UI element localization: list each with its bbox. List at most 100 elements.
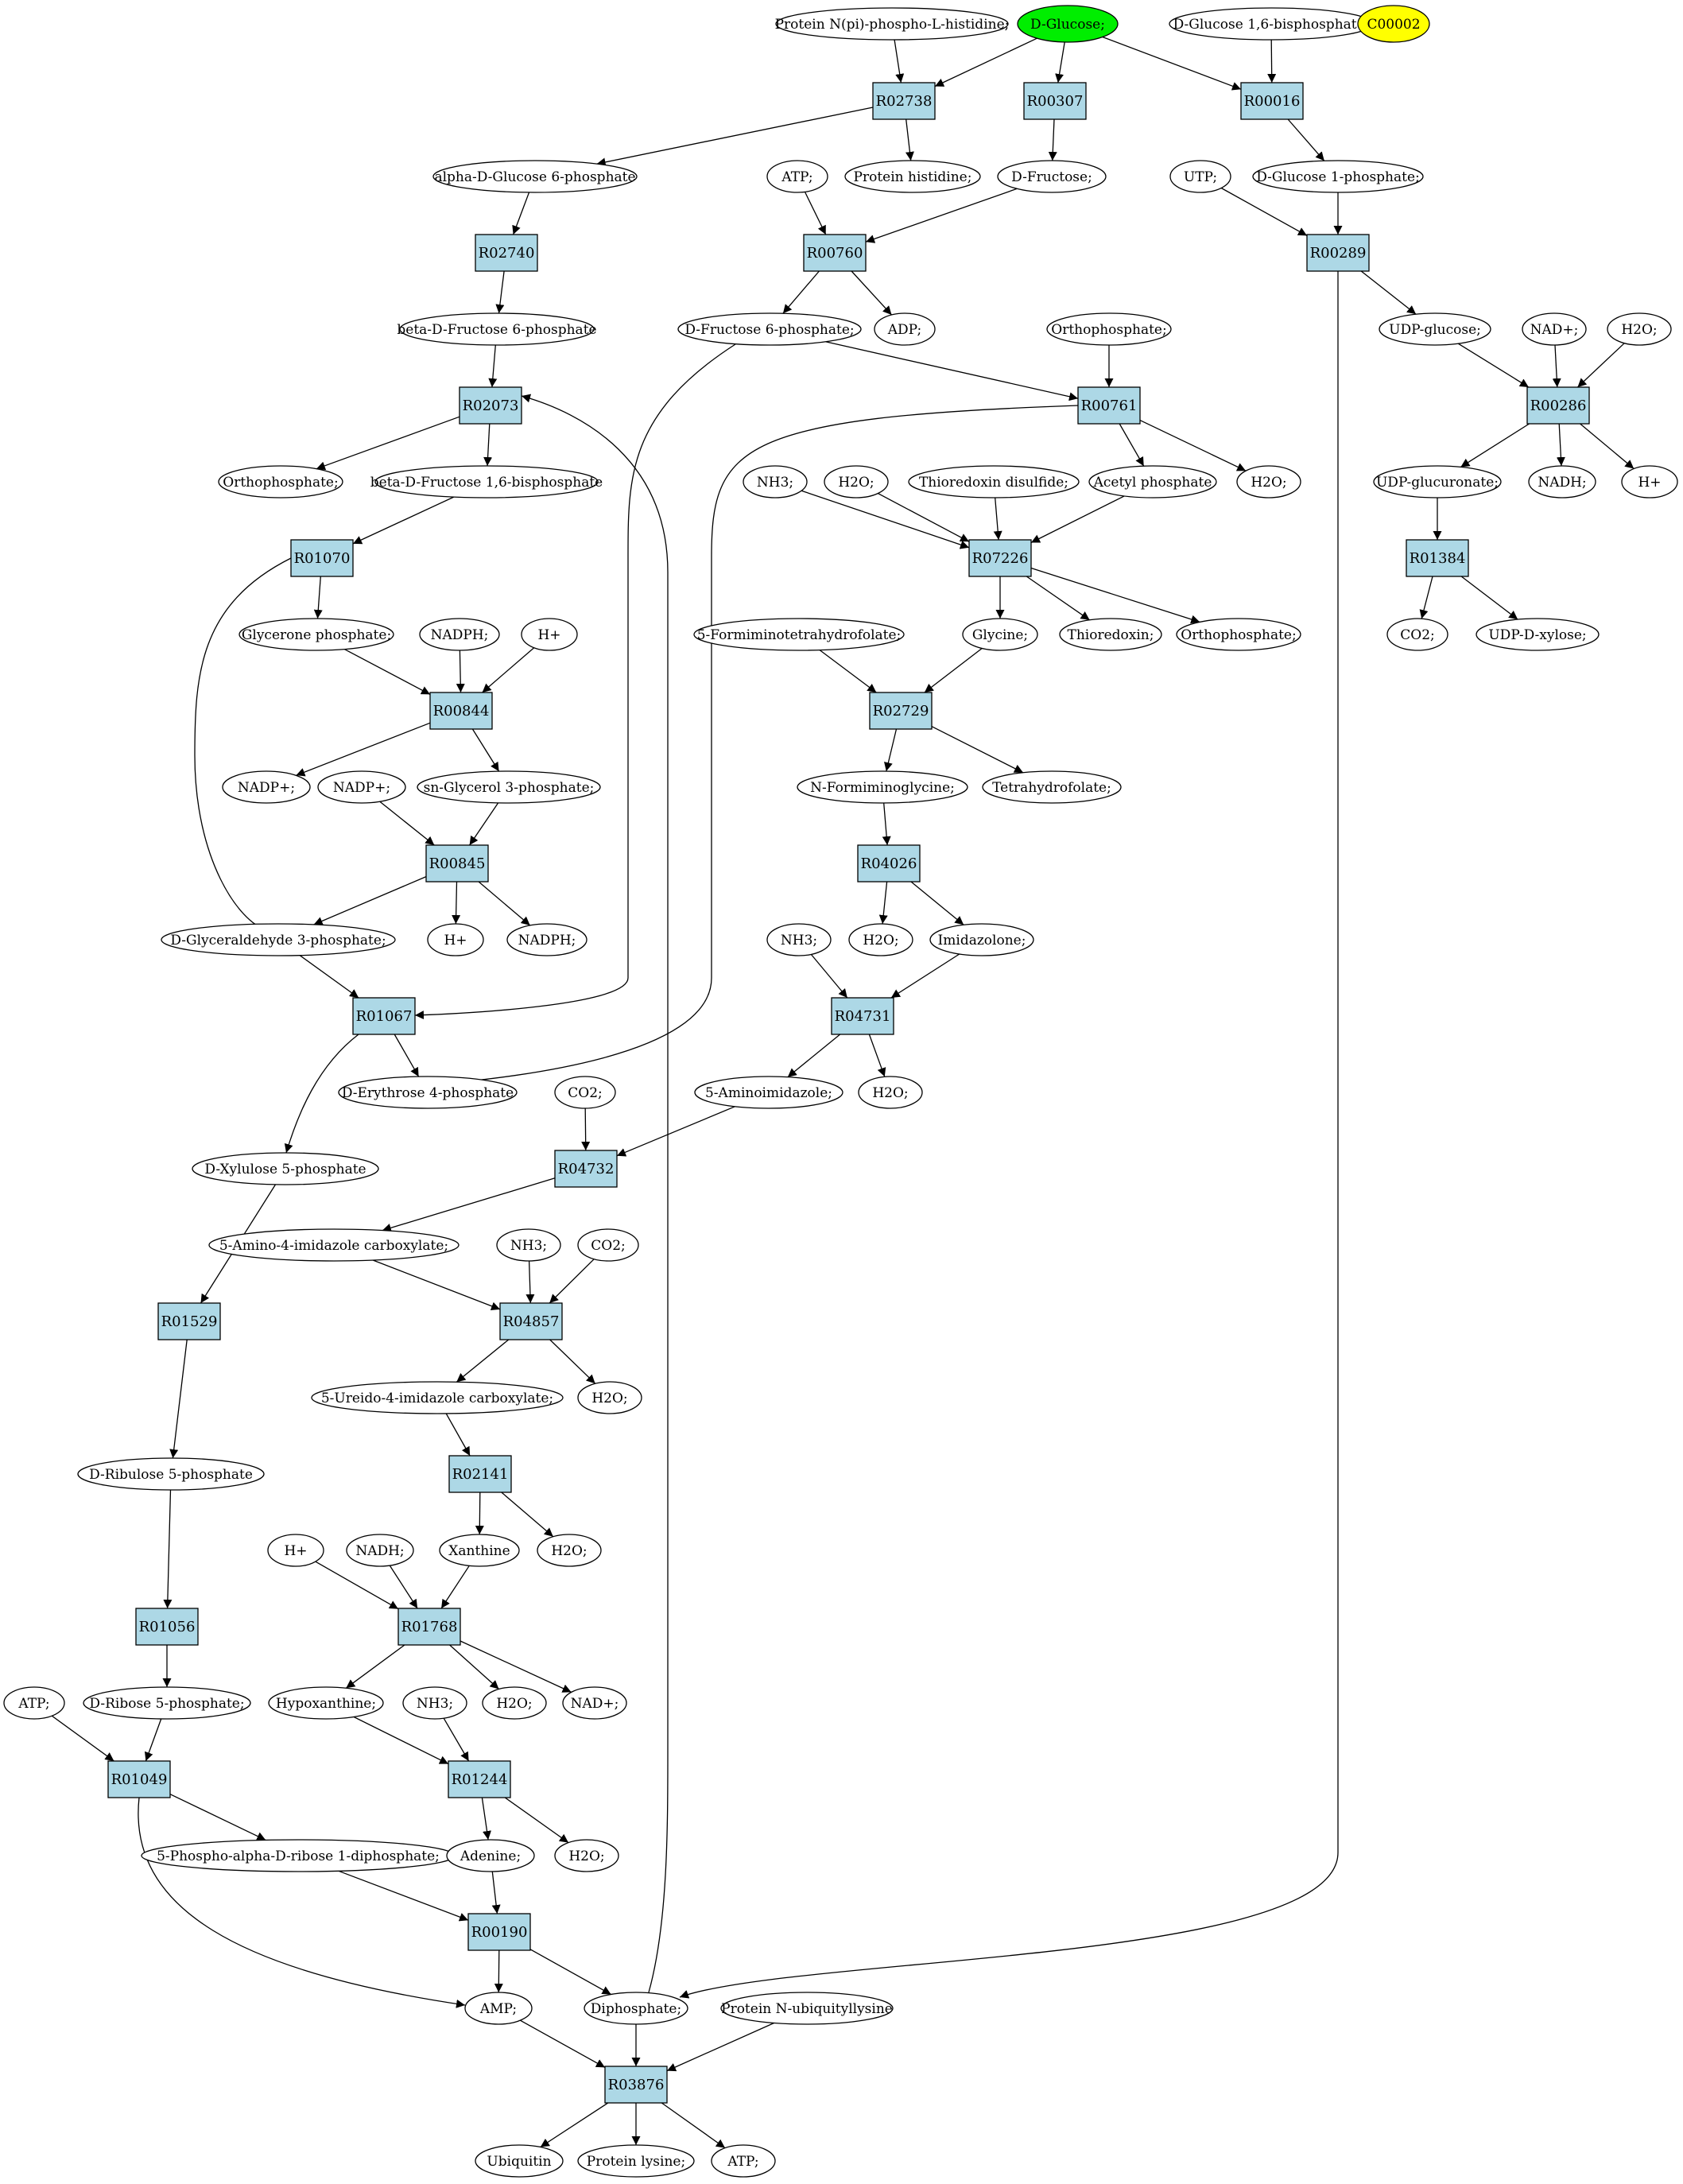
compound-node-formthf[interactable]: 5-Formiminotetrahydrofolate; bbox=[693, 618, 905, 651]
reaction-node-r00307[interactable]: R00307 bbox=[1023, 82, 1087, 120]
compound-node-atp1[interactable]: ATP; bbox=[766, 160, 828, 193]
compound-node-h2o6[interactable]: H2O; bbox=[577, 1381, 642, 1414]
compound-node-nadp2[interactable]: NADP+; bbox=[317, 770, 406, 804]
compound-node-plys[interactable]: Protein lysine; bbox=[577, 2144, 695, 2178]
reaction-node-r04857[interactable]: R04857 bbox=[499, 1302, 563, 1340]
compound-node-h2o9[interactable]: H2O; bbox=[554, 1839, 619, 1872]
compound-node-bf6p[interactable]: beta-D-Fructose 6-phosphate bbox=[397, 312, 597, 346]
compound-node-h4[interactable]: H+ bbox=[267, 1534, 324, 1567]
reaction-node-r00289[interactable]: R00289 bbox=[1306, 234, 1370, 272]
compound-node-glyp[interactable]: Glycerone phosphate; bbox=[238, 618, 394, 651]
compound-node-udpglc[interactable]: UDP-glucose; bbox=[1379, 312, 1491, 346]
compound-node-xan[interactable]: Xanthine bbox=[439, 1534, 520, 1567]
compound-node-e4p[interactable]: D-Erythrose 4-phosphate bbox=[338, 1076, 518, 1109]
reaction-node-r00286[interactable]: R00286 bbox=[1526, 386, 1590, 425]
reaction-node-r00761[interactable]: R00761 bbox=[1077, 386, 1141, 425]
compound-node-hyp[interactable]: Hypoxanthine; bbox=[268, 1686, 384, 1720]
compound-node-dfru[interactable]: D-Fructose; bbox=[997, 160, 1107, 193]
compound-node-5u4ic[interactable]: 5-Ureido-4-imidazole carboxylate; bbox=[311, 1381, 564, 1414]
compound-node-5a4ic[interactable]: 5-Amino-4-imidazole carboxylate; bbox=[208, 1228, 460, 1262]
compound-node-nh3c[interactable]: NH3; bbox=[496, 1228, 561, 1262]
compound-node-acp[interactable]: Acetyl phosphate bbox=[1088, 465, 1217, 498]
compound-node-fbp[interactable]: beta-D-Fructose 1,6-bisphosphate bbox=[370, 465, 603, 498]
reaction-node-r01384[interactable]: R01384 bbox=[1406, 539, 1469, 577]
compound-node-udpxyl[interactable]: UDP-D-xylose; bbox=[1476, 618, 1600, 651]
compound-node-ppi[interactable]: Diphosphate; bbox=[584, 1992, 688, 2025]
reaction-node-r00016[interactable]: R00016 bbox=[1240, 82, 1304, 120]
compound-node-gap[interactable]: D-Glyceraldehyde 3-phosphate; bbox=[161, 923, 396, 956]
compound-node-trx[interactable]: Thioredoxin; bbox=[1059, 618, 1162, 651]
reaction-node-r02729[interactable]: R02729 bbox=[869, 692, 933, 730]
reaction-node-r00760[interactable]: R00760 bbox=[803, 234, 867, 272]
compound-node-5ai[interactable]: 5-Aminoimidazole; bbox=[694, 1076, 843, 1109]
reaction-node-r01768[interactable]: R01768 bbox=[397, 1608, 461, 1646]
reaction-node-r02073[interactable]: R02073 bbox=[459, 386, 522, 425]
compound-node-h2o4[interactable]: H2O; bbox=[848, 923, 913, 956]
compound-node-f6p[interactable]: D-Fructose 6-phosphate; bbox=[677, 312, 862, 346]
compound-node-nad2[interactable]: NAD+; bbox=[562, 1686, 627, 1720]
reaction-node-r04026[interactable]: R04026 bbox=[857, 844, 921, 883]
compound-node-ade[interactable]: Adenine; bbox=[446, 1839, 535, 1872]
compound-node-co2c[interactable]: CO2; bbox=[577, 1228, 639, 1262]
compound-node-nad1[interactable]: NAD+; bbox=[1522, 312, 1587, 346]
compound-node-trxss[interactable]: Thioredoxin disulfide; bbox=[908, 465, 1080, 498]
compound-node-r5p[interactable]: D-Ribose 5-phosphate; bbox=[83, 1686, 251, 1720]
reaction-node-r01056[interactable]: R01056 bbox=[135, 1608, 199, 1646]
compound-node-ru5p[interactable]: D-Ribulose 5-phosphate bbox=[77, 1457, 265, 1491]
compound-node-h2o7[interactable]: H2O; bbox=[537, 1534, 602, 1567]
compound-node-co2b[interactable]: CO2; bbox=[554, 1076, 616, 1109]
reaction-node-r00844[interactable]: R00844 bbox=[429, 692, 493, 730]
compound-node-co2a[interactable]: CO2; bbox=[1386, 618, 1448, 651]
reaction-node-r01529[interactable]: R01529 bbox=[157, 1302, 221, 1340]
compound-node-nh3a[interactable]: NH3; bbox=[743, 465, 808, 498]
reaction-node-r04731[interactable]: R04731 bbox=[831, 997, 894, 1035]
compound-node-nadh2[interactable]: NADH; bbox=[346, 1534, 414, 1567]
compound-node-g16bp[interactable]: D-Glucose 1,6-bisphosphate; bbox=[1169, 7, 1374, 41]
compound-node-x5p[interactable]: D-Xylulose 5-phosphate bbox=[192, 1152, 379, 1185]
compound-node-nadh1[interactable]: NADH; bbox=[1528, 465, 1596, 498]
compound-node-utp[interactable]: UTP; bbox=[1169, 160, 1231, 193]
compound-node-phis[interactable]: Protein histidine; bbox=[844, 160, 981, 193]
compound-node-thf[interactable]: Tetrahydrofolate; bbox=[982, 770, 1122, 804]
reaction-node-r03876[interactable]: R03876 bbox=[604, 2066, 668, 2104]
reaction-node-r02738[interactable]: R02738 bbox=[872, 82, 936, 120]
compound-node-nh3d[interactable]: NH3; bbox=[402, 1686, 467, 1720]
compound-node-dglc[interactable]: D-Glucose; bbox=[1017, 5, 1119, 43]
compound-node-udpgluc[interactable]: UDP-glucuronate; bbox=[1373, 465, 1502, 498]
compound-node-gly[interactable]: Glycine; bbox=[962, 618, 1038, 651]
compound-node-pi1[interactable]: Orthophosphate; bbox=[1046, 312, 1172, 346]
reaction-node-r01049[interactable]: R01049 bbox=[107, 1760, 171, 1798]
compound-node-atp3[interactable]: ATP; bbox=[711, 2144, 776, 2178]
compound-node-pnh[interactable]: Protein N(pi)-phospho-L-histidine; bbox=[775, 7, 1010, 41]
compound-node-h2[interactable]: H+ bbox=[521, 618, 578, 651]
reaction-node-r00190[interactable]: R00190 bbox=[467, 1913, 531, 1951]
compound-node-g1p[interactable]: D-Glucose 1-phosphate; bbox=[1252, 160, 1424, 193]
compound-node-atp2[interactable]: ATP; bbox=[3, 1686, 65, 1720]
reaction-node-r01244[interactable]: R01244 bbox=[448, 1760, 511, 1798]
compound-node-g3p[interactable]: sn-Glycerol 3-phosphate; bbox=[417, 770, 601, 804]
compound-node-h2o8[interactable]: H2O; bbox=[482, 1686, 547, 1720]
reaction-node-r02141[interactable]: R02141 bbox=[448, 1455, 512, 1493]
compound-node-h2o5[interactable]: H2O; bbox=[858, 1076, 923, 1109]
reaction-node-r07226[interactable]: R07226 bbox=[968, 539, 1032, 577]
compound-node-imid[interactable]: Imidazolone; bbox=[929, 923, 1034, 956]
compound-node-nadp1[interactable]: NADP+; bbox=[222, 770, 311, 804]
reaction-node-r01070[interactable]: R01070 bbox=[290, 539, 354, 577]
compound-node-pi3[interactable]: Orthophosphate; bbox=[1176, 618, 1301, 651]
compound-node-h2o3[interactable]: H2O; bbox=[1236, 465, 1301, 498]
compound-node-pi2[interactable]: Orthophosphate; bbox=[218, 465, 343, 498]
compound-node-ubi[interactable]: Ubiquitin bbox=[475, 2144, 564, 2178]
compound-node-nfgly[interactable]: N-Formiminoglycine; bbox=[797, 770, 968, 804]
reaction-node-r01067[interactable]: R01067 bbox=[352, 997, 416, 1035]
compound-node-prpp[interactable]: 5-Phospho-alpha-D-ribose 1-diphosphate; bbox=[141, 1839, 456, 1872]
compound-node-h1[interactable]: H+ bbox=[1621, 465, 1678, 498]
compound-node-h3[interactable]: H+ bbox=[427, 923, 484, 956]
compound-node-h2o1[interactable]: H2O; bbox=[1607, 312, 1672, 346]
compound-node-nh3b[interactable]: NH3; bbox=[766, 923, 832, 956]
reaction-node-r04732[interactable]: R04732 bbox=[554, 1150, 618, 1188]
reaction-node-r02740[interactable]: R02740 bbox=[475, 234, 538, 272]
compound-node-h2o2[interactable]: H2O; bbox=[824, 465, 889, 498]
compound-node-nadph1[interactable]: NADPH; bbox=[419, 618, 500, 651]
compound-node-c00002[interactable]: C00002 bbox=[1357, 5, 1430, 43]
compound-node-ag6p[interactable]: alpha-D-Glucose 6-phosphate bbox=[432, 160, 638, 193]
